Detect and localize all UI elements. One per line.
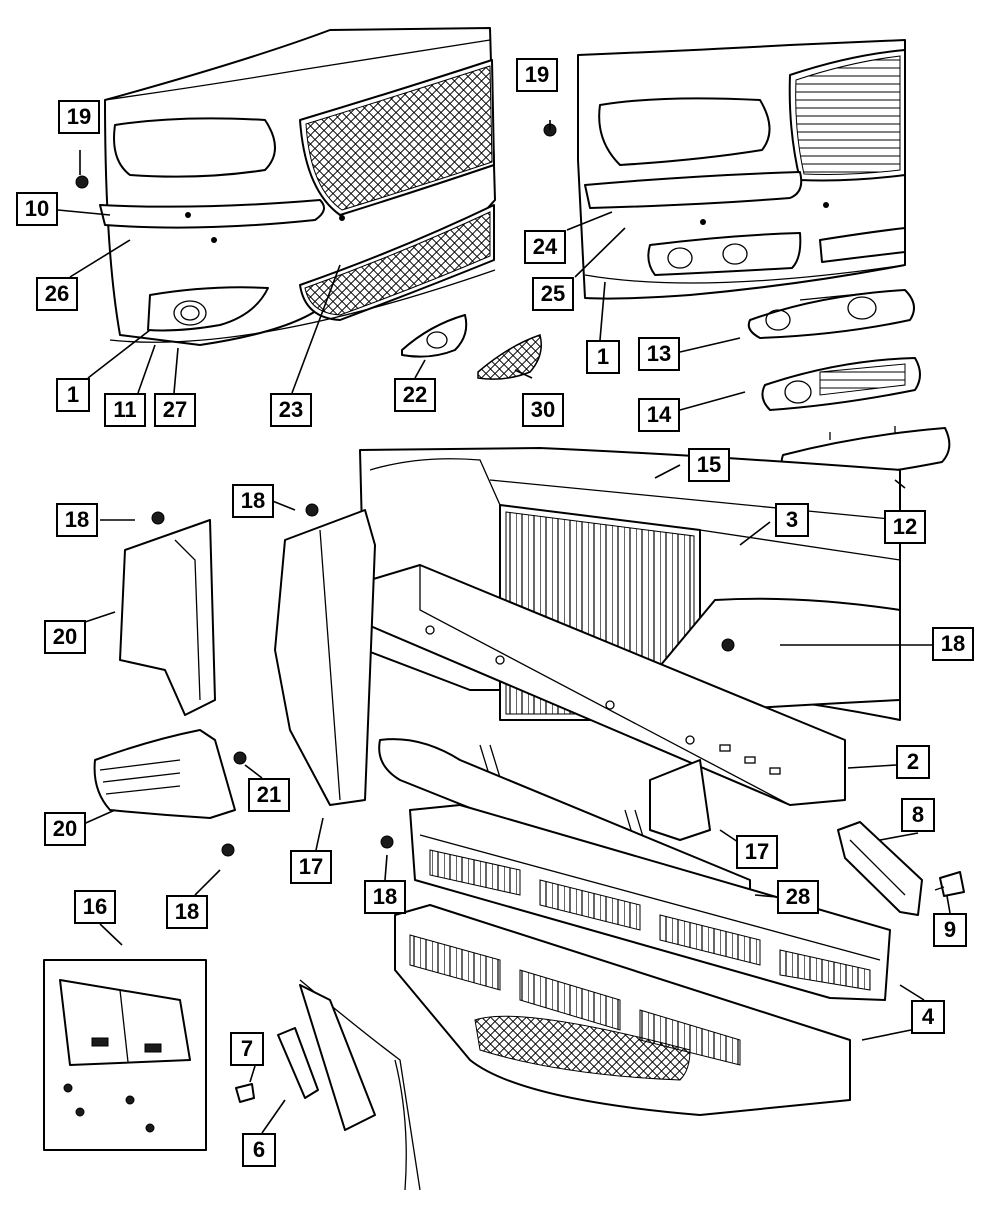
callout-20-lower: 20 (44, 812, 86, 846)
air-deflector-17-left (274, 509, 376, 806)
fog-lamp-bezel-14 (761, 357, 921, 411)
callout-16: 16 (74, 890, 116, 924)
callout-10: 10 (16, 192, 58, 226)
callout-4: 4 (911, 1000, 945, 1034)
license-plate-bracket (59, 979, 191, 1133)
callout-1-left: 1 (56, 378, 90, 412)
air-duct-20-lower (93, 729, 236, 819)
callout-18-bracket: 18 (932, 627, 974, 661)
callout-2: 2 (896, 745, 930, 779)
callout-3: 3 (775, 503, 809, 537)
bracket-8 (837, 821, 923, 916)
callout-19-right: 19 (516, 58, 558, 92)
callout-13: 13 (638, 337, 680, 371)
callout-8: 8 (901, 798, 935, 832)
callout-12: 12 (884, 510, 926, 544)
fog-lamp-housing-right (647, 232, 802, 276)
callout-7: 7 (230, 1032, 264, 1066)
bracket-6 (277, 1027, 319, 1099)
callout-18-deflector: 18 (232, 484, 274, 518)
air-duct-20-upper (119, 519, 216, 716)
callout-9: 9 (933, 913, 967, 947)
callout-18-lower: 18 (166, 895, 208, 929)
callout-15: 15 (688, 448, 730, 482)
radiator-support-assembly (359, 447, 901, 861)
callout-17-left: 17 (290, 850, 332, 884)
callout-14: 14 (638, 398, 680, 432)
callout-18-duct: 18 (56, 503, 98, 537)
headlamp-left (113, 117, 276, 178)
front-fascia-view-a (99, 27, 496, 346)
callout-24: 24 (524, 230, 566, 264)
callout-28: 28 (777, 880, 819, 914)
callout-22: 22 (394, 378, 436, 412)
callout-18-absorber: 18 (364, 880, 406, 914)
energy-absorber-upper (409, 804, 891, 1001)
callout-20-upper: 20 (44, 620, 86, 654)
front-fascia-view-b (577, 39, 906, 300)
callout-26: 26 (36, 277, 78, 311)
fender-edge (299, 979, 421, 1191)
callout-27: 27 (154, 393, 196, 427)
fog-lamp-bezel-left (147, 286, 269, 332)
callout-1-right: 1 (586, 340, 620, 374)
callout-6: 6 (242, 1133, 276, 1167)
fog-lamp-bezel-22 (401, 314, 468, 358)
fog-lamp-bezel-13 (747, 289, 915, 339)
callout-25: 25 (532, 277, 574, 311)
bolt-9 (934, 871, 965, 897)
air-deflector-17-right (649, 759, 711, 841)
headlamp-right (598, 97, 771, 166)
fascia-strip-10 (99, 199, 325, 229)
grille-insert-30 (477, 334, 542, 380)
callout-11: 11 (104, 393, 146, 427)
callout-17-right: 17 (736, 835, 778, 869)
callout-19-left: 19 (58, 100, 100, 134)
energy-absorber-4 (394, 904, 851, 1116)
bolt-7 (235, 1083, 255, 1103)
callout-21: 21 (248, 778, 290, 812)
push-pin-fasteners (75, 123, 735, 857)
callout-23: 23 (270, 393, 312, 427)
callout-30: 30 (522, 393, 564, 427)
